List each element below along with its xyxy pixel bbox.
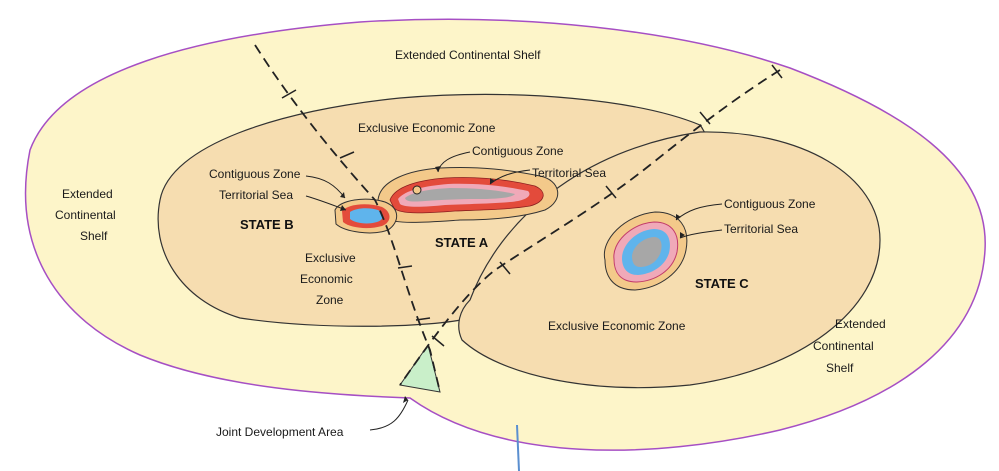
label-ecs-left-3: Shelf: [80, 229, 108, 243]
label-ecs-top: Extended Continental Shelf: [395, 48, 541, 62]
boundary-tick: [499, 261, 511, 275]
state-a-marker: [412, 185, 422, 195]
state-a-land: [405, 188, 515, 202]
frame-line: [516, 424, 520, 471]
boundary-tick: [431, 335, 445, 347]
label-state-c: STATE C: [695, 276, 749, 291]
label-eez-left-1: Exclusive: [305, 251, 356, 265]
label-eez-left-2: Economic: [300, 272, 353, 286]
boundary-tick: [771, 64, 783, 79]
label-ecs-right-3: Shelf: [826, 361, 854, 375]
label-state-a: STATE A: [435, 235, 489, 250]
arrowhead-icon: [490, 178, 495, 184]
arrowhead-icon: [340, 192, 345, 198]
leader-ts-c: [679, 229, 723, 239]
label-state-b: STATE B: [240, 217, 294, 232]
boundary-ticks: [281, 64, 783, 347]
arrowhead-icon: [403, 396, 408, 403]
label-joint-development-area: Joint Development Area: [216, 425, 344, 439]
label-contiguous-zone-c: Contiguous Zone: [724, 197, 816, 211]
label-territorial-sea-c: Territorial Sea: [724, 222, 798, 236]
label-ecs-left-2: Continental: [55, 208, 116, 222]
label-territorial-sea-b: Territorial Sea: [219, 188, 293, 202]
arrowhead-icon: [435, 166, 441, 172]
maritime-boundary-c: [399, 69, 781, 386]
boundary-tick: [397, 265, 413, 269]
boundary-tick: [339, 151, 355, 159]
label-eez-left-3: Zone: [316, 293, 344, 307]
leader-arrowheads: [340, 166, 685, 403]
label-ecs-left-1: Extended: [62, 187, 113, 201]
arrowhead-icon: [340, 205, 346, 211]
state-b-land: [350, 208, 383, 224]
label-eez-right: Exclusive Economic Zone: [548, 319, 686, 333]
label-eez-top: Exclusive Economic Zone: [358, 121, 496, 135]
label-territorial-sea-a: Territorial Sea: [532, 166, 606, 180]
boundary-tick: [281, 89, 297, 99]
boundary-tick: [415, 317, 431, 321]
boundary-tick: [605, 185, 617, 199]
state-c-land-core: [632, 237, 662, 267]
label-contiguous-zone-a: Contiguous Zone: [472, 144, 564, 158]
label-ecs-right-2: Continental: [813, 339, 874, 353]
boundary-tick: [699, 111, 711, 125]
label-contiguous-zone-b: Contiguous Zone: [209, 167, 301, 181]
label-ecs-right-1: Extended: [835, 317, 886, 331]
arrowhead-icon: [676, 214, 681, 220]
arrowhead-icon: [680, 232, 685, 238]
leader-jda: [369, 399, 409, 431]
maritime-boundary-ab: [254, 44, 441, 393]
